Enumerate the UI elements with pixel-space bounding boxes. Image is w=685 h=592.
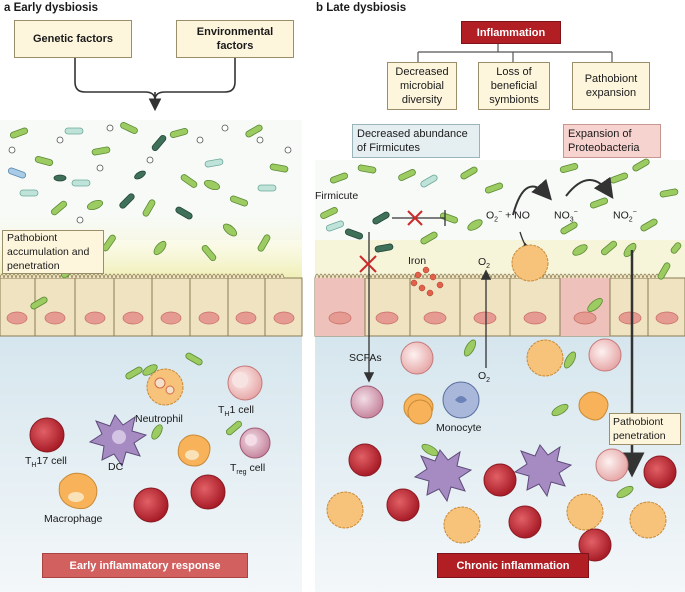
- chronic-inflammation-label: Chronic inflammation: [456, 559, 570, 572]
- th1-cell-label: TH1 cell: [218, 404, 254, 421]
- pathobiont-penetration-label: Pathobiont penetration: [613, 416, 666, 442]
- no3-label: NO3−: [554, 207, 578, 227]
- o2-radical-main: O: [486, 209, 495, 222]
- no3-sup: −: [573, 209, 578, 216]
- environmental-factors-box: Environmental factors: [176, 20, 294, 58]
- macrophage-cell-a2: [58, 472, 98, 510]
- treg-rest: cell: [246, 462, 266, 474]
- panel-a-title: a Early dysbiosis: [4, 2, 98, 14]
- o2-top-label: O2: [478, 256, 490, 273]
- macrophage-cell-a: [177, 434, 211, 467]
- decreased-firmicutes-box: Decreased abundance of Firmicutes: [352, 124, 480, 158]
- panel-b-letter: b: [316, 2, 324, 14]
- o2-top-sub: 2: [486, 263, 491, 271]
- th1-sub: H: [224, 411, 230, 419]
- pathobiont-expansion-box: Pathobiont expansion: [572, 62, 650, 110]
- panel-a-title-text: Early dysbiosis: [13, 2, 98, 14]
- treg-main: T: [230, 462, 237, 474]
- decreased-firmicutes-label: Decreased abundance of Firmicutes: [357, 128, 468, 154]
- treg-cell-label: Treg cell: [230, 462, 265, 479]
- no2-sup: −: [632, 209, 637, 216]
- immune-cells-a: [29, 352, 271, 523]
- th1-cell: [227, 365, 263, 401]
- o2-radical-label: O2− + NO: [486, 207, 530, 227]
- panel-b-title-text: Late dysbiosis: [326, 2, 407, 14]
- th17-sub: H: [31, 462, 37, 470]
- epithelium-b: [314, 273, 685, 337]
- epithelium-a: [0, 273, 303, 337]
- treg-sub: reg: [236, 469, 247, 477]
- decreased-diversity-label: Decreased microbial diversity: [395, 66, 449, 106]
- loss-symbionts-label: Loss of beneficial symbionts: [489, 66, 539, 106]
- inflammation-banner: Inflammation: [461, 21, 561, 44]
- environmental-factors-label: Environmental factors: [196, 26, 274, 52]
- o2-bottom-label: O2: [478, 370, 490, 387]
- panel-b-title: b Late dysbiosis: [316, 2, 406, 14]
- decreased-diversity-box: Decreased microbial diversity: [387, 62, 457, 110]
- pathobiont-accumulation-label: Pathobiont accumulation and penetration: [7, 232, 90, 272]
- pathobiont-expansion-label: Pathobiont expansion: [584, 73, 638, 99]
- pathobiont-accumulation-box: Pathobiont accumulation and penetration: [2, 230, 104, 274]
- neutrophil-label: Neutrophil: [135, 413, 183, 425]
- th1-main: T: [218, 404, 225, 416]
- th17-cell: [29, 417, 65, 453]
- o2-bottom-main: O: [478, 370, 487, 382]
- iron-label: Iron: [408, 255, 427, 267]
- scfas-label: SCFAs: [349, 352, 382, 364]
- treg-cell: [239, 427, 271, 459]
- th17-rest: 17 cell: [36, 455, 67, 467]
- bacteria-b: [320, 158, 682, 499]
- genetic-factors-label: Genetic factors: [32, 33, 114, 45]
- o2-bottom-sub: 2: [486, 377, 491, 385]
- no2-sub: 2: [628, 216, 633, 224]
- dc-cell: [88, 414, 148, 468]
- bacteria-a: [7, 122, 292, 440]
- plus-no-label: + NO: [505, 209, 530, 222]
- th1-rest: 1 cell: [229, 404, 254, 416]
- factor-connector: [74, 57, 236, 112]
- firmicute-label: Firmicute: [315, 190, 359, 202]
- immune-cells-b: [326, 244, 677, 562]
- no2-label: NO2−: [613, 207, 637, 227]
- inhibition-marks: [359, 210, 423, 273]
- genetic-factors-box: Genetic factors: [14, 20, 132, 58]
- th17-main: T: [25, 455, 32, 467]
- early-inflammatory-response-banner: Early inflammatory response: [42, 553, 248, 578]
- early-response-label: Early inflammatory response: [69, 559, 221, 572]
- no3-main: NO: [554, 209, 570, 222]
- th17-cell-label: TH17 cell: [25, 455, 67, 472]
- inflammation-tree: [417, 44, 613, 62]
- loss-symbionts-box: Loss of beneficial symbionts: [478, 62, 550, 110]
- pathobiont-penetration-box: Pathobiont penetration: [609, 413, 681, 445]
- inflammation-label: Inflammation: [476, 26, 546, 39]
- o2-radical-sup: −: [498, 209, 503, 216]
- neutrophil-cell: [146, 368, 184, 406]
- dc-label: DC: [108, 461, 124, 473]
- no3-sub: 3: [569, 216, 574, 224]
- chronic-inflammation-banner: Chronic inflammation: [437, 553, 589, 578]
- macrophage-label: Macrophage: [44, 513, 103, 525]
- no2-main: NO: [613, 209, 629, 222]
- expansion-proteobacteria-box: Expansion of Proteobacteria: [563, 124, 661, 158]
- expansion-proteobacteria-label: Expansion of Proteobacteria: [568, 128, 640, 154]
- iron-dots: [410, 266, 444, 297]
- monocyte-label: Monocyte: [436, 422, 482, 434]
- panel-a-letter: a: [4, 2, 11, 14]
- o2-radical-sub: 2: [494, 216, 499, 224]
- o2-top-main: O: [478, 256, 487, 268]
